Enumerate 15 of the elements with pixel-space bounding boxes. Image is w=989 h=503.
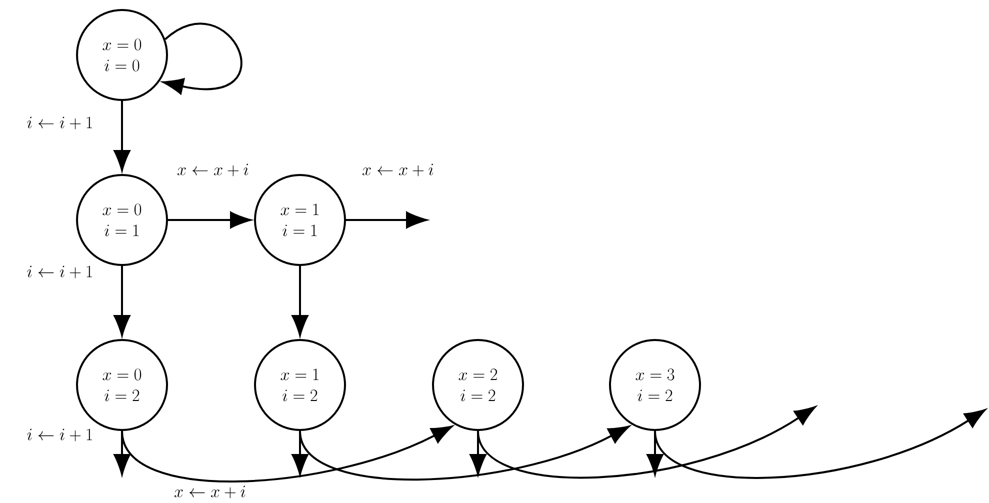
arrow <box>477 406 816 478</box>
edge-label: $x \leftarrow x + i$ <box>173 484 247 500</box>
arrow <box>654 409 986 479</box>
arrow <box>346 212 427 228</box>
arrow <box>168 212 251 228</box>
arrow <box>114 101 130 171</box>
edge-label: $i \leftarrow i + 1$ <box>26 264 94 280</box>
edge-label: $i \leftarrow i + 1$ <box>26 116 94 130</box>
arrow <box>114 266 130 336</box>
edge-label: $x \leftarrow x + i$ <box>176 162 250 178</box>
arrow <box>121 426 452 482</box>
arrow <box>299 426 630 481</box>
arrow <box>292 266 308 336</box>
arrow <box>162 22 242 94</box>
edge-label: $x \leftarrow x + i$ <box>361 162 435 178</box>
